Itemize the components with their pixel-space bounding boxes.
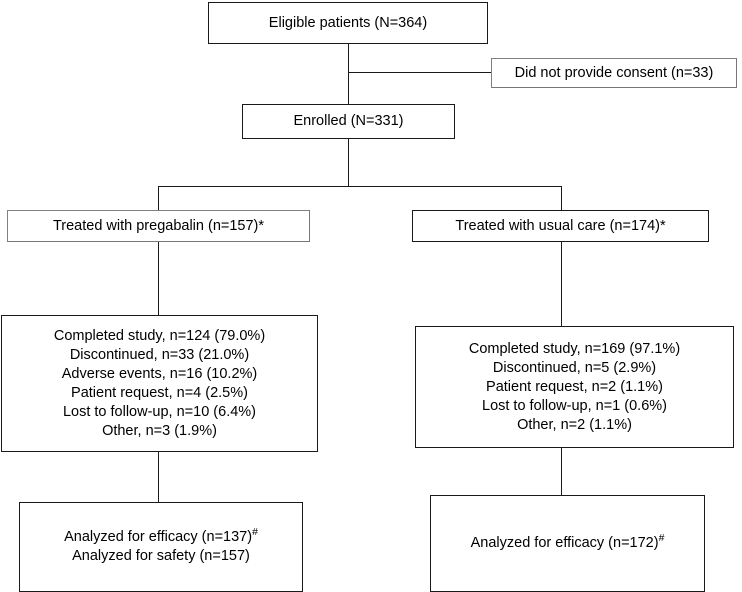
node-enrolled: Enrolled (N=331) <box>242 104 455 139</box>
node-analysis-pregabalin-line-1: Analyzed for efficacy (n=137)# <box>64 527 258 547</box>
connector-usual-care-to-outcomes <box>561 241 562 326</box>
connector-split-to-usual-care <box>561 186 562 211</box>
node-did-not-provide-consent-line-1: Did not provide consent (n=33) <box>514 64 714 81</box>
node-analysis-usual-care: Analyzed for efficacy (n=172)# <box>430 495 705 592</box>
node-outcomes-usual-care-line-5: Other, n=2 (1.1%) <box>517 416 632 433</box>
node-outcomes-usual-care: Completed study, n=169 (97.1%) Discontin… <box>415 326 734 448</box>
node-did-not-provide-consent: Did not provide consent (n=33) <box>491 58 737 88</box>
node-eligible-patients: Eligible patients (N=364) <box>208 2 488 44</box>
node-analysis-usual-care-line-1-text: Analyzed for efficacy (n=172) <box>470 535 659 551</box>
node-outcomes-pregabalin-line-3: Adverse events, n=16 (10.2%) <box>61 365 258 382</box>
node-analysis-pregabalin-line-1-text: Analyzed for efficacy (n=137) <box>64 529 253 545</box>
node-outcomes-pregabalin-line-2: Discontinued, n=33 (21.0%) <box>69 346 250 363</box>
node-treated-with-pregabalin: Treated with pregabalin (n=157)* <box>7 210 310 242</box>
node-outcomes-pregabalin-line-4: Patient request, n=4 (2.5%) <box>71 384 248 401</box>
connector-eligible-to-enrolled <box>348 44 349 106</box>
connector-outcomes-to-analysis-usual-care <box>561 448 562 495</box>
connector-outcomes-to-analysis-pregabalin <box>158 452 159 502</box>
node-treated-with-pregabalin-line-1: Treated with pregabalin (n=157)* <box>52 217 265 234</box>
node-enrolled-line-1: Enrolled (N=331) <box>293 113 404 129</box>
node-eligible-patients-line-1: Eligible patients (N=364) <box>268 14 428 31</box>
node-treated-with-usual-care: Treated with usual care (n=174)* <box>412 210 709 242</box>
connector-pregabalin-to-outcomes <box>158 241 159 315</box>
node-outcomes-pregabalin: Completed study, n=124 (79.0%) Discontin… <box>1 315 318 452</box>
node-outcomes-pregabalin-line-6: Other, n=3 (1.9%) <box>102 422 217 439</box>
node-analysis-usual-care-line-1-superscript: # <box>658 533 665 545</box>
node-outcomes-usual-care-line-1: Completed study, n=169 (97.1%) <box>468 340 681 357</box>
node-analysis-pregabalin-line-1-superscript: # <box>252 527 258 539</box>
node-analysis-usual-care-line-1: Analyzed for efficacy (n=172)# <box>470 533 665 553</box>
node-treated-with-usual-care-line-1: Treated with usual care (n=174)* <box>455 217 666 234</box>
node-outcomes-pregabalin-line-1: Completed study, n=124 (79.0%) <box>53 327 266 344</box>
node-outcomes-pregabalin-line-5: Lost to follow-up, n=10 (6.4%) <box>62 403 257 420</box>
connector-split-bar <box>158 186 562 187</box>
connector-enrolled-to-split <box>348 138 349 187</box>
node-outcomes-usual-care-line-4: Lost to follow-up, n=1 (0.6%) <box>482 397 667 414</box>
node-analysis-pregabalin: Analyzed for efficacy (n=137)# Analyzed … <box>19 502 303 592</box>
node-outcomes-usual-care-line-3: Patient request, n=2 (1.1%) <box>486 378 663 395</box>
connector-split-to-pregabalin <box>158 186 159 211</box>
connector-eligible-to-no-consent <box>348 72 491 73</box>
node-outcomes-usual-care-line-2: Discontinued, n=5 (2.9%) <box>492 359 657 376</box>
node-analysis-pregabalin-line-2: Analyzed for safety (n=157) <box>72 548 250 564</box>
